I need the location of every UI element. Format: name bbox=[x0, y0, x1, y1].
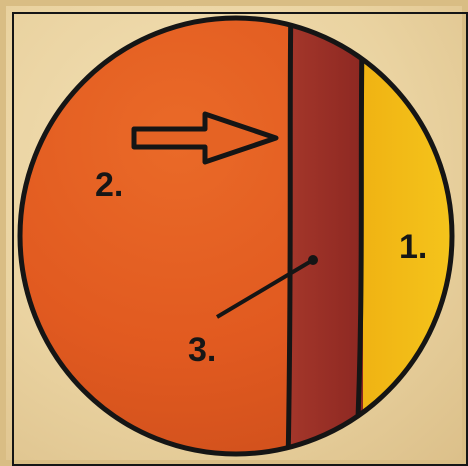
band-middle bbox=[291, 0, 363, 466]
label-three: 3. bbox=[188, 331, 216, 369]
pointer-dot bbox=[308, 255, 318, 265]
label-one: 1. bbox=[399, 228, 427, 266]
label-two: 2. bbox=[95, 166, 123, 204]
boundary-line-left bbox=[288, 0, 291, 466]
